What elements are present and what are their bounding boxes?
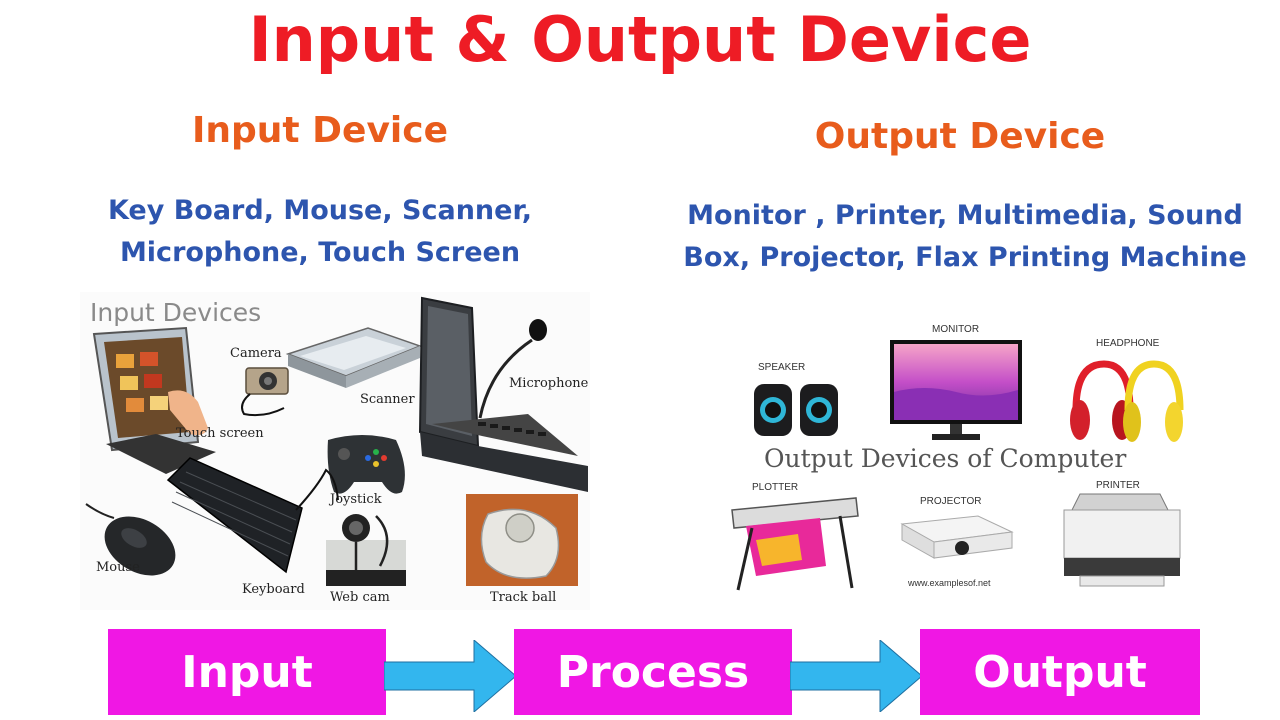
track-ball-label: Track ball: [490, 590, 557, 605]
printer-icon: [1063, 493, 1181, 587]
speaker-icon: [754, 384, 838, 436]
input-devices-illustration: Input Devices Touch screen Camera Scanne…: [80, 292, 590, 610]
output-list-line-2: Box, Projector, Flax Printing Machine: [683, 242, 1247, 273]
camera-icon: [241, 367, 289, 417]
microphone-label: Microphone: [509, 376, 589, 391]
arrow-right-icon: [790, 640, 922, 712]
mouse-label: Mouse: [96, 560, 140, 575]
flow-process-box: Process: [514, 629, 792, 715]
monitor-icon: [890, 340, 1022, 440]
input-devices-panel-title: Input Devices: [90, 298, 262, 327]
input-list-line-2: Microphone, Touch Screen: [119, 237, 521, 268]
input-list-line-1: Key Board, Mouse, Scanner,: [107, 195, 533, 226]
output-devices-illustration: SPEAKER MONITOR HEADPHONE Outpu: [718, 310, 1202, 600]
headphone-icon: [1070, 360, 1184, 442]
plotter-icon: [731, 497, 859, 591]
microphone-icon: [478, 319, 547, 419]
input-device-list: Key Board, Mouse, Scanner, Microphone, T…: [80, 190, 560, 274]
flow-input-box: Input: [108, 629, 386, 715]
mouse-icon: [85, 503, 176, 576]
scanner-label: Scanner: [360, 392, 415, 407]
output-list-line-1: Monitor , Printer, Multimedia, Sound: [687, 200, 1243, 231]
joystick-label: Joystick: [330, 492, 382, 507]
webcam-icon: [326, 514, 406, 586]
camera-label: Camera: [230, 346, 282, 361]
flow-output-box: Output: [920, 629, 1200, 715]
arrow-right-icon: [384, 640, 516, 712]
keyboard-icon: [166, 457, 339, 574]
projector-icon: [900, 515, 1014, 559]
scanner-icon: [285, 327, 423, 388]
touch-screen-label: Touch screen: [176, 426, 264, 441]
plotter-label: PLOTTER: [752, 482, 799, 493]
page-title: Input & Output Device: [248, 3, 1032, 76]
watermark: www.examplesof.net: [908, 578, 991, 588]
joystick-icon: [327, 435, 405, 494]
headphone-label: HEADPHONE: [1096, 338, 1160, 349]
speaker-label: SPEAKER: [758, 362, 806, 373]
projector-label: PROJECTOR: [920, 496, 982, 507]
web-cam-label: Web cam: [330, 590, 390, 605]
trackball-icon: [466, 494, 578, 586]
keyboard-label: Keyboard: [242, 582, 305, 597]
input-device-heading: Input Device: [191, 110, 449, 151]
output-device-list: Monitor , Printer, Multimedia, Sound Box…: [670, 195, 1260, 279]
laptop-icon: [418, 296, 588, 492]
printer-label: PRINTER: [1096, 480, 1140, 491]
output-devices-panel-title: Output Devices of Computer: [764, 444, 1127, 473]
monitor-label: MONITOR: [932, 324, 980, 335]
output-device-heading: Output Device: [814, 116, 1106, 157]
